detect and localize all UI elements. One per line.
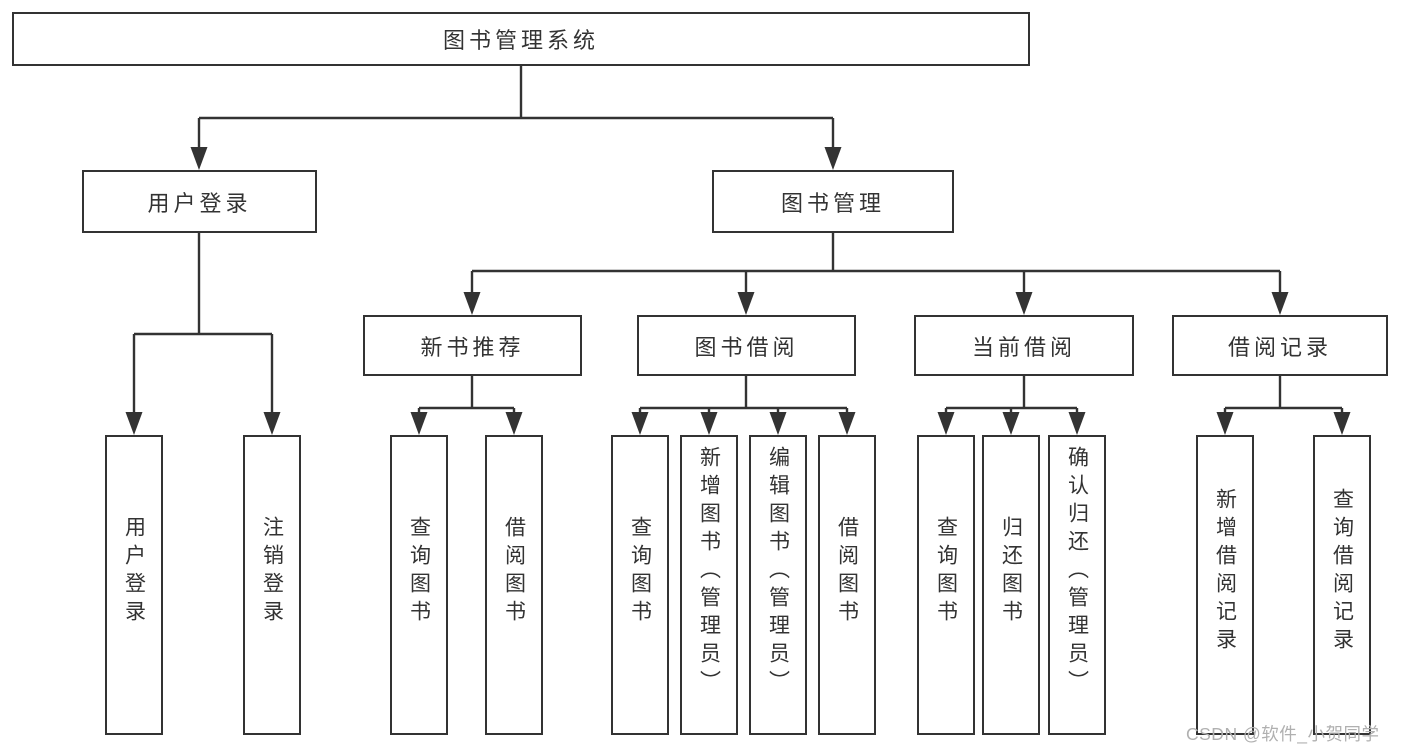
arrowhead	[631, 412, 649, 435]
arrowhead	[190, 147, 208, 170]
leaf-return-books: 归还图书	[982, 435, 1040, 735]
connector-bookmgmt-to-level3	[470, 233, 1282, 298]
node-new-book-recommend: 新书推荐	[363, 315, 582, 376]
leaf-confirm-return-admin: 确认归还（管理员）	[1048, 435, 1106, 735]
arrowhead	[1015, 292, 1033, 315]
leaf-query-borrow-record-label: 查询借阅记录	[1330, 488, 1354, 656]
leaf-query-books-recommend-label: 查询图书	[407, 516, 431, 628]
node-current-borrowing: 当前借阅	[914, 315, 1134, 376]
leaf-add-book-admin: 新增图书（管理员）	[680, 435, 738, 735]
leaf-query-books-borrowing: 查询图书	[611, 435, 669, 735]
arrowhead	[1002, 412, 1020, 435]
node-book-management-label: 图书管理	[780, 190, 885, 216]
leaf-query-books-current: 查询图书	[917, 435, 975, 735]
leaf-query-books-recommend: 查询图书	[390, 435, 448, 735]
node-new-book-recommend-label: 新书推荐	[420, 334, 525, 360]
leaf-logout: 注销登录	[243, 435, 301, 735]
node-user-login-label: 用户登录	[147, 190, 252, 216]
leaf-add-borrow-record-label: 新增借阅记录	[1213, 488, 1237, 656]
arrowhead	[937, 412, 955, 435]
arrowhead	[1068, 412, 1086, 435]
arrowhead	[824, 147, 842, 170]
leaf-edit-book-admin-label: 编辑图书（管理员）	[766, 446, 790, 698]
node-borrowing-records-label: 借阅记录	[1227, 334, 1332, 360]
node-user-login: 用户登录	[82, 170, 317, 233]
arrowhead	[1271, 292, 1289, 315]
node-root: 图书管理系统	[12, 12, 1030, 66]
leaf-return-books-label: 归还图书	[999, 516, 1023, 628]
connector-newbook-to-leaves	[417, 376, 516, 419]
leaf-borrow-books-recommend: 借阅图书	[485, 435, 543, 735]
arrowhead	[410, 412, 428, 435]
leaf-borrow-books-borrowing: 借阅图书	[818, 435, 876, 735]
connector-root-to-level2	[197, 66, 835, 154]
arrowhead	[263, 412, 281, 435]
leaf-add-borrow-record: 新增借阅记录	[1196, 435, 1254, 735]
leaf-query-books-current-label: 查询图书	[934, 516, 958, 628]
node-current-borrowing-label: 当前借阅	[971, 334, 1076, 360]
arrowhead	[1216, 412, 1234, 435]
node-root-label: 图书管理系统	[442, 28, 599, 53]
arrowhead	[463, 292, 481, 315]
leaf-user-login-label: 用户登录	[122, 516, 146, 628]
leaf-user-login: 用户登录	[105, 435, 163, 735]
arrowhead	[769, 412, 787, 435]
connector-userlogin-to-leaves	[132, 233, 274, 418]
arrowhead	[838, 412, 856, 435]
node-book-borrowing-label: 图书借阅	[694, 334, 799, 360]
arrowhead	[505, 412, 523, 435]
arrowhead	[700, 412, 718, 435]
connector-records-to-leaves	[1223, 376, 1344, 419]
leaf-logout-label: 注销登录	[260, 516, 284, 628]
leaf-borrow-books-recommend-label: 借阅图书	[502, 516, 526, 628]
node-book-borrowing: 图书借阅	[637, 315, 856, 376]
leaf-query-borrow-record: 查询借阅记录	[1313, 435, 1371, 735]
node-borrowing-records: 借阅记录	[1172, 315, 1388, 376]
connector-borrowing-to-leaves	[638, 376, 849, 419]
leaf-borrow-books-borrowing-label: 借阅图书	[835, 516, 859, 628]
arrowhead	[737, 292, 755, 315]
leaf-confirm-return-admin-label: 确认归还（管理员）	[1065, 446, 1089, 698]
connector-current-to-leaves	[944, 376, 1079, 419]
arrowhead	[125, 412, 143, 435]
arrowhead	[1333, 412, 1351, 435]
csdn-watermark: CSDN @软件_小贺同学	[1186, 724, 1380, 744]
leaf-add-book-admin-label: 新增图书（管理员）	[697, 446, 721, 698]
leaf-query-books-borrowing-label: 查询图书	[628, 516, 652, 628]
leaf-edit-book-admin: 编辑图书（管理员）	[749, 435, 807, 735]
node-book-management: 图书管理	[712, 170, 954, 233]
